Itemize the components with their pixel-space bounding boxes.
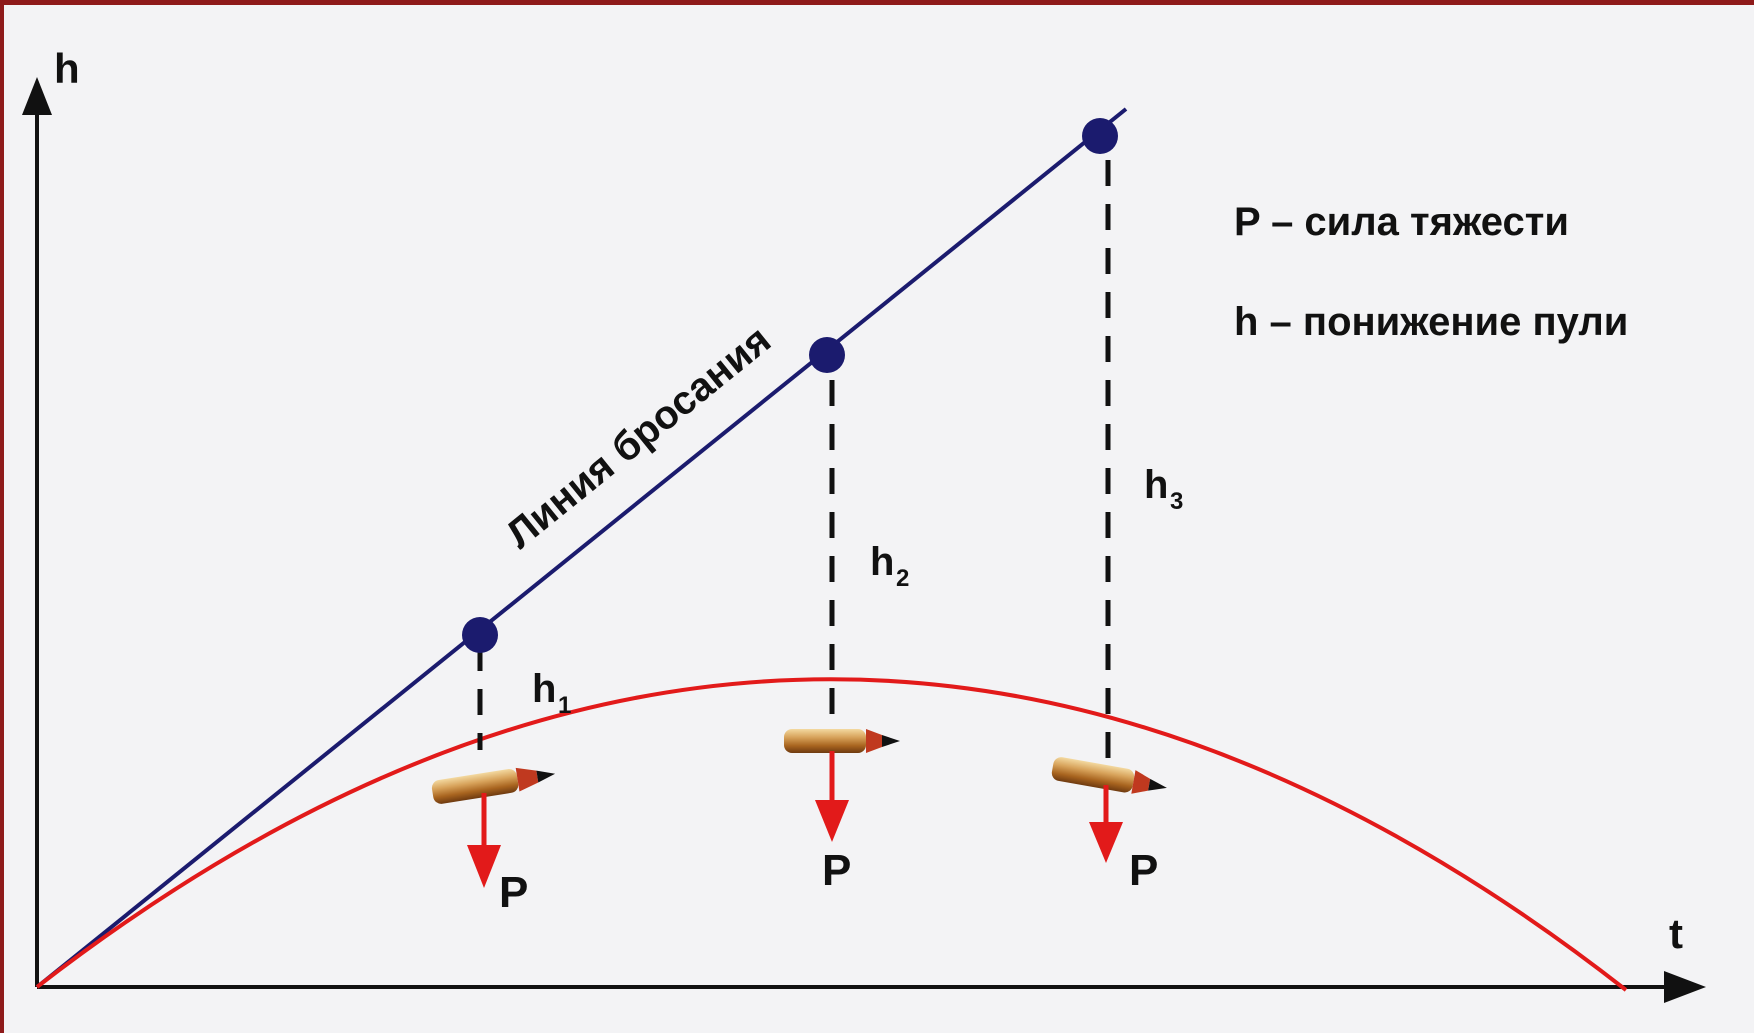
gravity-arrow-2 bbox=[815, 751, 849, 842]
drop-label-1: h 1 bbox=[532, 667, 571, 719]
legend: P – сила тяжести h – понижение пули bbox=[1234, 200, 1628, 344]
svg-text:h: h bbox=[1144, 463, 1168, 507]
legend-gravity: P – сила тяжести bbox=[1234, 200, 1569, 244]
throw-point-3 bbox=[1082, 118, 1118, 154]
trajectory-curve bbox=[35, 677, 1628, 992]
diagram-canvas: h t Линия бросания P P bbox=[4, 5, 1754, 1033]
drop-label-2: h 2 bbox=[870, 540, 909, 592]
throw-point-2 bbox=[809, 337, 845, 373]
trajectory-diagram: h t Линия бросания P P bbox=[22, 45, 1706, 1003]
legend-drop: h – понижение пули bbox=[1234, 300, 1628, 344]
x-axis-arrowhead bbox=[1664, 971, 1706, 1003]
svg-text:1: 1 bbox=[558, 692, 571, 719]
bullet-3 bbox=[1051, 757, 1167, 794]
axes: h t bbox=[22, 45, 1706, 1003]
force-label-2: P bbox=[822, 846, 851, 895]
force-label-1: P bbox=[499, 868, 528, 917]
y-axis-arrowhead bbox=[22, 77, 52, 115]
drop-label-3: h 3 bbox=[1144, 463, 1183, 515]
svg-text:3: 3 bbox=[1170, 488, 1183, 515]
gravity-arrow-3 bbox=[1089, 785, 1123, 863]
bullet-2 bbox=[784, 729, 900, 753]
svg-text:2: 2 bbox=[896, 565, 909, 592]
x-axis-label: t bbox=[1669, 910, 1683, 957]
throw-line bbox=[35, 107, 1128, 989]
y-axis-label: h bbox=[54, 45, 80, 92]
throw-point-1 bbox=[462, 617, 498, 653]
bullet-1 bbox=[431, 767, 556, 804]
gravity-arrow-1 bbox=[467, 793, 501, 888]
svg-text:h: h bbox=[870, 540, 894, 584]
force-label-3: P bbox=[1129, 846, 1158, 895]
throw-line-label: Линия бросания bbox=[498, 318, 779, 557]
svg-text:h: h bbox=[532, 667, 556, 711]
